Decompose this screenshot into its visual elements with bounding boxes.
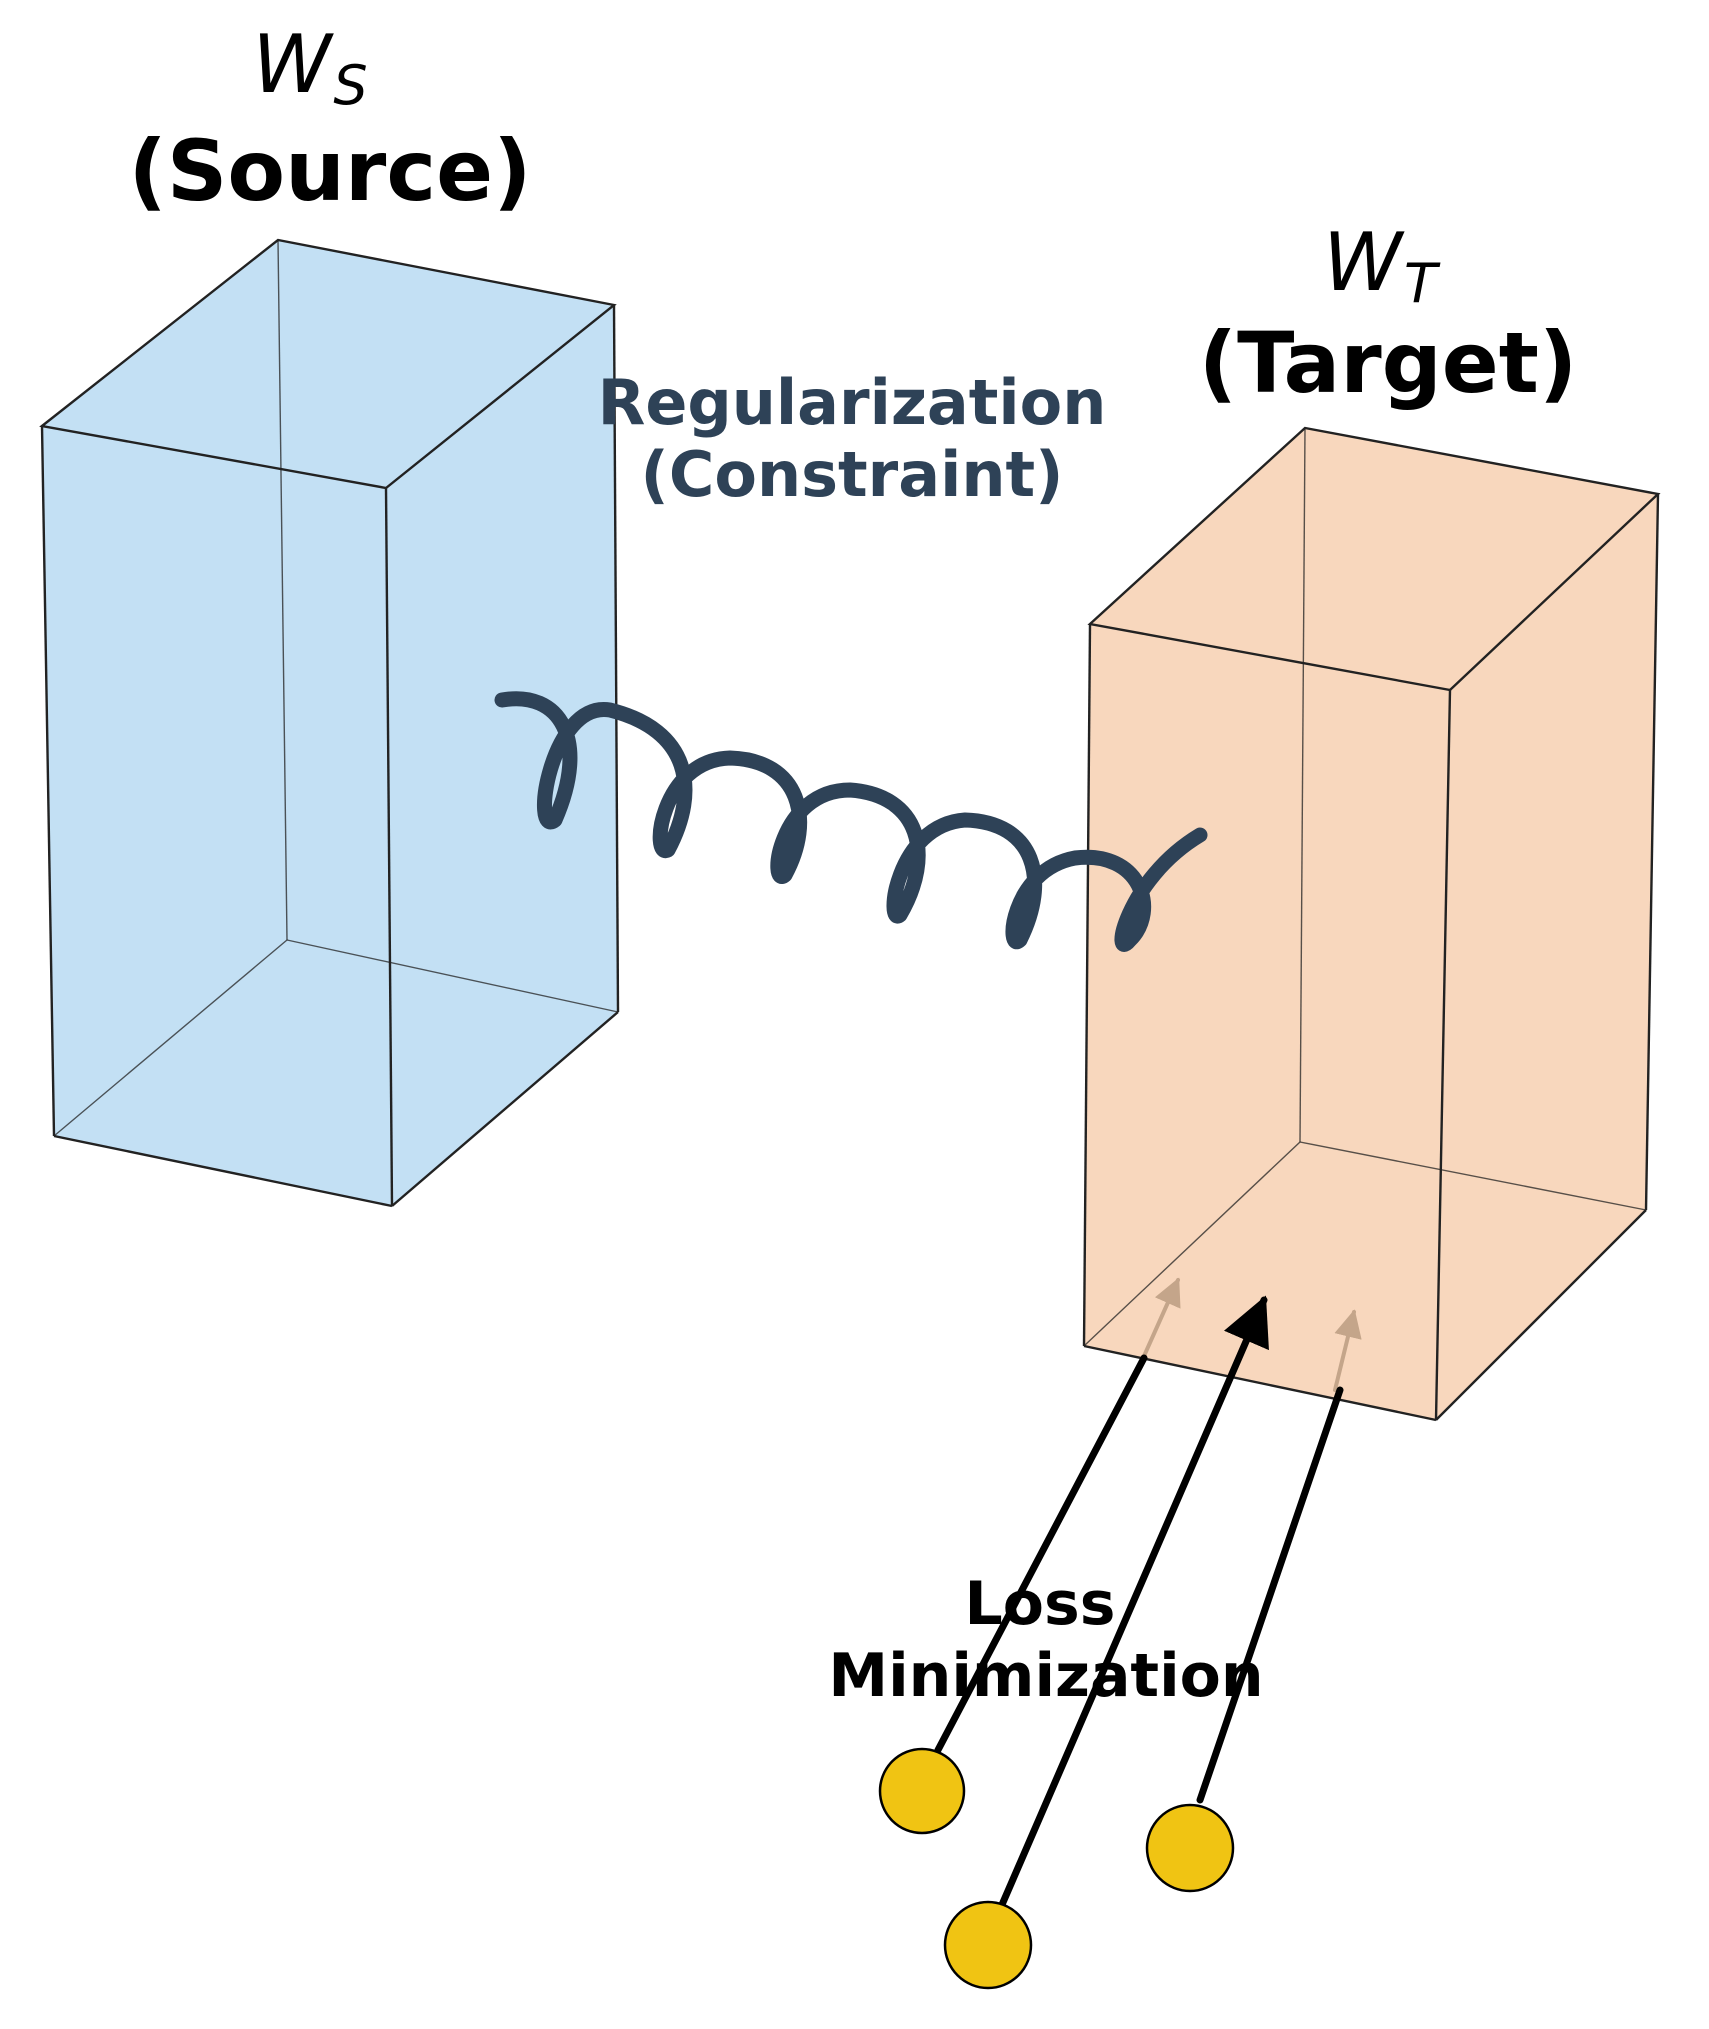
target-symbol: WT (1323, 216, 1441, 315)
target-symbol-subscript: T (1404, 252, 1441, 315)
source-box-front-right-edge (384, 487, 394, 1207)
target-box-hidden-edge-bottom-right (1299, 1141, 1647, 1211)
source-box-hidden-edge-bottom-left (53, 939, 288, 1137)
data-point-bottom (943, 1900, 1033, 1990)
loss-arrows (934, 1277, 1362, 1941)
source-box-hidden-edge-bottom-right (286, 939, 619, 1013)
regularization-label-line1: Regularization (598, 366, 1107, 439)
loss-arrow-center (984, 1295, 1269, 1941)
loss-arrow-faded-right-head (1333, 1309, 1362, 1392)
loss-arrow-right (1196, 1386, 1344, 1804)
source-box-front-left-edge (40, 425, 56, 1137)
target-symbol-main: W (1323, 216, 1405, 309)
target-box-bottom-right-edge (1435, 1209, 1647, 1421)
source-symbol: WS (252, 18, 367, 117)
loss-label-line1: Loss (965, 1569, 1116, 1639)
loss-arrow-left (934, 1354, 1148, 1754)
data-points (878, 1747, 1235, 1990)
target-box-hidden-edge-bottom-left (1083, 1141, 1301, 1347)
source-box-bottom-right-edge (391, 1011, 619, 1207)
source-box-hidden-edges (277, 239, 288, 941)
data-point-left (878, 1747, 966, 1835)
loss-label-line2: Minimization (828, 1641, 1263, 1711)
source-symbol-subscript: S (333, 54, 367, 117)
target-box-hidden-edge-vertical (1299, 427, 1306, 1143)
data-point-right (1145, 1803, 1235, 1893)
target-label: (Target) (1199, 314, 1578, 412)
target-box (1082, 426, 1661, 1422)
source-label: (Source) (129, 122, 532, 220)
source-box-back-right-edge (612, 304, 620, 1013)
regularization-spring (494, 691, 1208, 952)
source-symbol-main: W (252, 18, 334, 111)
source-box-bottom-front-edge (53, 1134, 393, 1208)
target-box-body (1084, 428, 1658, 1420)
regularization-label-line2: (Constraint) (641, 438, 1064, 511)
source-box (39, 238, 620, 1208)
target-box-back-right-edge (1644, 493, 1660, 1211)
target-box-front-left-edge (1082, 623, 1092, 1347)
loss-arrow-faded-left-head (1138, 1277, 1181, 1367)
source-box-body (42, 240, 618, 1206)
target-box-front-right-edge (1434, 689, 1452, 1421)
